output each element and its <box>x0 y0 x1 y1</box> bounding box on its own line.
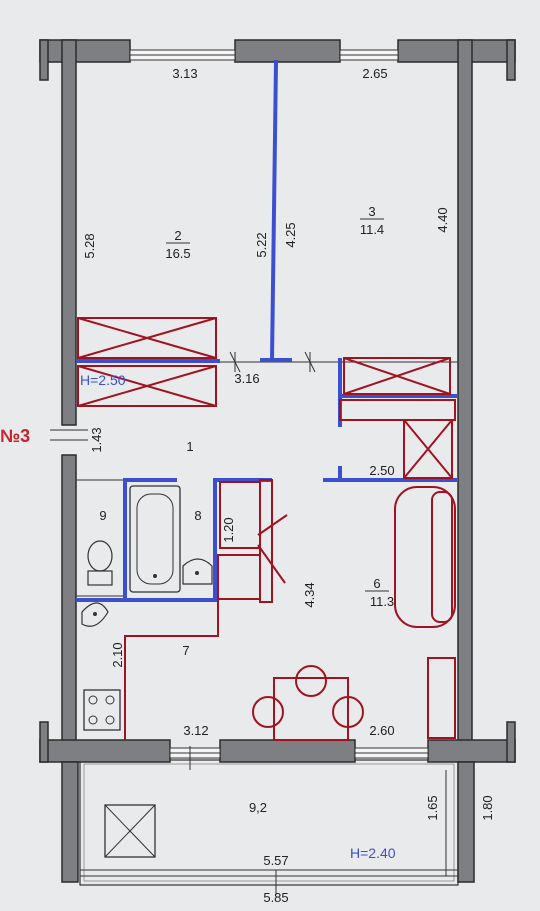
room-1-number: 1 <box>186 439 193 454</box>
dim-niche-width: 2.50 <box>369 463 394 478</box>
dim-top-right: 2.65 <box>362 66 387 81</box>
dimension-labels: 3.13 2.65 5.28 5.22 4.25 4.40 3.16 1.43 … <box>82 66 495 905</box>
exterior-walls <box>39 39 516 883</box>
bathtub <box>129 485 181 593</box>
red-furniture <box>77 317 456 741</box>
dim-partition-right: 4.25 <box>283 222 298 247</box>
room-9-number: 9 <box>99 508 106 523</box>
room-2-area: 16.5 <box>165 246 190 261</box>
wc-sink <box>81 602 109 627</box>
dim-corridor-height: 1.43 <box>89 427 104 452</box>
dim-bottom-left: 3.12 <box>183 723 208 738</box>
sink-bath <box>182 558 213 585</box>
room-6-number: 6 <box>373 576 380 591</box>
apartment-number: №3 <box>0 426 30 446</box>
dim-right-height: 4.40 <box>435 207 450 232</box>
dim-bottom-right: 2.60 <box>369 723 394 738</box>
dim-left-height: 5.28 <box>82 233 97 258</box>
toilet <box>87 540 113 586</box>
balcony-box <box>104 804 156 858</box>
dim-partition-left: 5.22 <box>254 232 269 257</box>
ceiling-height-main: H=2.50 <box>80 372 126 388</box>
dim-wc-height: 2.10 <box>110 642 125 667</box>
ceiling-height-balcony: H=2.40 <box>350 845 396 861</box>
room-8-number: 8 <box>194 508 201 523</box>
room-labels: 2 16.5 3 11.4 1 8 9 6 11.3 7 9,2 <box>99 204 394 815</box>
room-7-number: 7 <box>182 643 189 658</box>
balcony-area: 9,2 <box>249 800 267 815</box>
dim-balcony-inner-width: 5.57 <box>263 853 288 868</box>
dim-balcony-inner-height: 1.65 <box>425 795 440 820</box>
room-2-number: 2 <box>174 228 181 243</box>
stove <box>83 689 121 731</box>
room-3-number: 3 <box>368 204 375 219</box>
interior-lines <box>76 352 458 597</box>
dim-corridor-width: 3.16 <box>234 371 259 386</box>
dim-kitchen-height: 4.34 <box>302 582 317 607</box>
dim-bath-width: 1.20 <box>221 517 236 542</box>
dim-top-left: 3.13 <box>172 66 197 81</box>
room-3-area: 11.4 <box>360 222 384 237</box>
dim-balcony-outer-width: 5.85 <box>263 890 288 905</box>
blue-partitions <box>76 59 457 602</box>
dim-balcony-outer-height: 1.80 <box>480 795 495 820</box>
room-6-area: 11.3 <box>370 594 394 609</box>
dimension-ticks <box>50 351 447 895</box>
